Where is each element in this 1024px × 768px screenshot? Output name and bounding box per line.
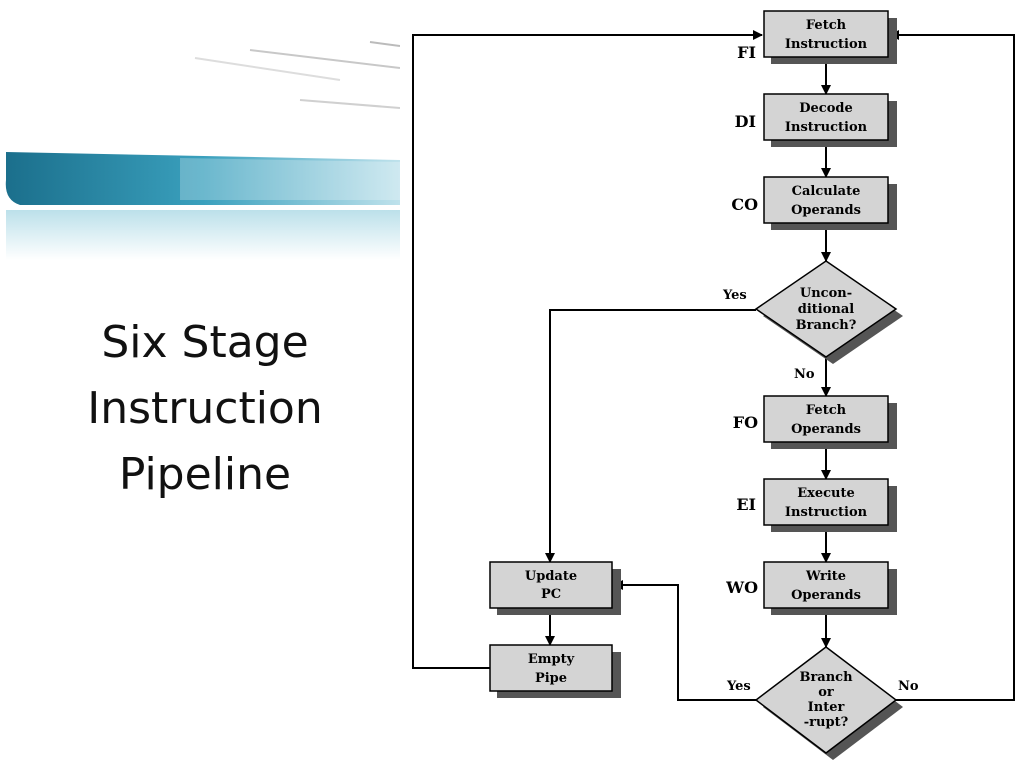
stage-label-line: Calculate [792, 184, 861, 199]
stage-box-fo: Fetch Operands FO [733, 395, 897, 449]
decision-label-line: -rupt? [804, 715, 849, 730]
arrow-empty-pipe-fi [412, 30, 763, 669]
update-pc-box: Update PC [489, 561, 621, 615]
slide-title: Six Stage Instruction Pipeline [40, 310, 370, 508]
decorative-banner [5, 41, 400, 260]
stage-box-ei: Execute Instruction EI [736, 478, 897, 532]
stage-label-line: Fetch [806, 403, 847, 418]
stage-code: DI [735, 112, 756, 131]
arrow-interrupt-yes-update-pc [613, 580, 756, 701]
stage-code: FO [733, 413, 758, 432]
stage-box-di: Decode Instruction DI [735, 93, 897, 147]
decision-label-line: or [818, 685, 834, 700]
title-line: Instruction [87, 383, 323, 434]
side-box-label-line: Pipe [535, 671, 567, 686]
decision-branch-or-interrupt: Branch or Inter -rupt? Yes No [726, 646, 919, 760]
stage-label-line: Fetch [806, 18, 847, 33]
decision-unconditional-branch: Uncon- ditional Branch? Yes No [722, 260, 903, 382]
stage-label-line: Instruction [785, 505, 868, 520]
stage-label-line: Instruction [785, 37, 868, 52]
side-box-label-line: Empty [528, 652, 575, 667]
stage-box-wo: Write Operands WO [725, 561, 897, 615]
stage-box-fi: Fetch Instruction FI [737, 10, 897, 64]
stage-code: FI [737, 43, 756, 62]
edge-label-no: No [898, 679, 919, 694]
edge-label-yes: Yes [726, 679, 751, 694]
decision-label-line: Branch? [796, 318, 857, 333]
stage-box-co: Calculate Operands CO [731, 176, 897, 230]
title-line: Six Stage [101, 317, 309, 368]
stage-code: WO [725, 578, 758, 597]
stage-code: CO [731, 195, 758, 214]
stage-label-line: Operands [791, 588, 861, 603]
decision-label-line: Uncon- [800, 286, 852, 301]
side-box-label-line: Update [525, 569, 577, 584]
arrow-branch-yes-update-pc [545, 309, 756, 563]
decision-label-line: ditional [798, 302, 855, 317]
decision-label-line: Inter [808, 700, 845, 715]
decision-label-line: Branch [799, 670, 853, 685]
stage-label-line: Decode [799, 101, 853, 116]
stage-label-line: Operands [791, 422, 861, 437]
stage-code: EI [736, 495, 756, 514]
side-box-label-line: PC [541, 587, 561, 602]
stage-label-line: Operands [791, 203, 861, 218]
empty-pipe-box: Empty Pipe [489, 644, 621, 698]
stage-label-line: Execute [797, 486, 855, 501]
arrow-interrupt-no-fi [889, 30, 1015, 701]
stage-label-line: Write [805, 569, 846, 584]
title-line: Pipeline [118, 449, 292, 500]
edge-label-no: No [794, 367, 815, 382]
edge-label-yes: Yes [722, 288, 747, 303]
stage-label-line: Instruction [785, 120, 868, 135]
